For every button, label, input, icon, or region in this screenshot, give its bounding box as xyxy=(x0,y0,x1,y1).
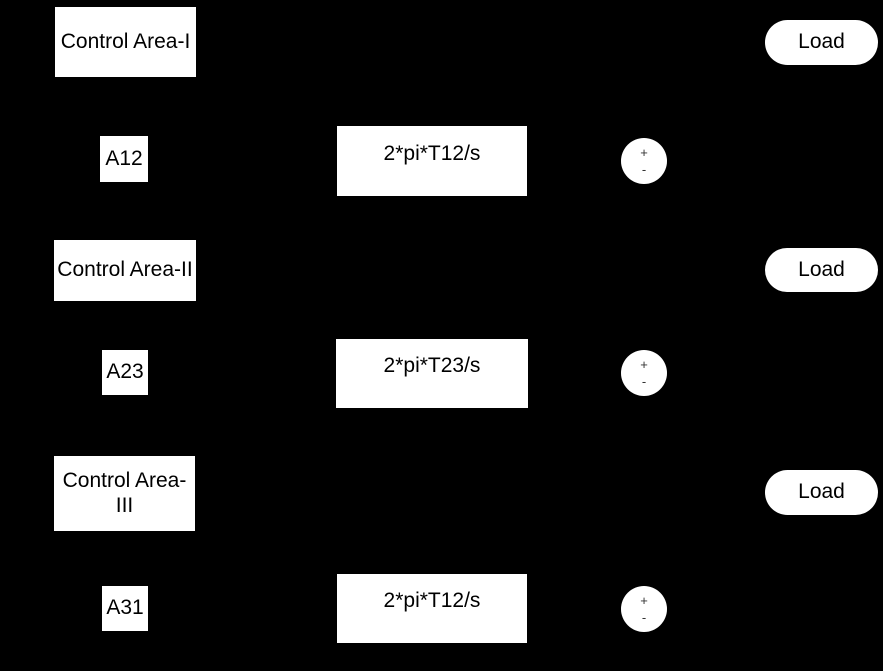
control-area-1-block: Control Area-I xyxy=(55,7,196,77)
transfer-fn-t23-label: 2*pi*T23/s xyxy=(383,354,481,378)
control-area-2-label: Control Area-II xyxy=(57,258,193,282)
sum-minus-sign: - xyxy=(641,162,647,177)
gain-a31-block: A31 xyxy=(102,586,148,631)
load-3-block: Load xyxy=(765,470,878,515)
gain-a31-label: A31 xyxy=(106,596,144,620)
control-area-1-label: Control Area-I xyxy=(60,29,191,53)
gain-a12-label: A12 xyxy=(105,146,143,170)
transfer-fn-t12-block: 2*pi*T12/s xyxy=(337,126,527,196)
sum-plus-sign: + xyxy=(640,357,648,372)
gain-a23-label: A23 xyxy=(106,360,144,384)
sum-junction-1: + - xyxy=(621,138,667,184)
transfer-fn-t12-label: 2*pi*T12/s xyxy=(383,141,481,165)
load-1-label: Load xyxy=(798,30,845,54)
sum-junction-2: + - xyxy=(621,350,667,396)
load-1-block: Load xyxy=(765,20,878,65)
gain-a12-block: A12 xyxy=(100,136,148,182)
sum-minus-sign: - xyxy=(641,374,647,389)
gain-a23-block: A23 xyxy=(102,350,148,395)
transfer-fn-t23-block: 2*pi*T23/s xyxy=(336,339,528,408)
transfer-fn-t31-label: 2*pi*T12/s xyxy=(383,589,481,613)
sum-junction-3: + - xyxy=(621,586,667,632)
transfer-fn-t31-block: 2*pi*T12/s xyxy=(337,574,527,643)
load-2-label: Load xyxy=(798,257,845,281)
sum-minus-sign: - xyxy=(641,610,647,625)
control-area-3-label: Control Area-III xyxy=(62,468,187,517)
sum-plus-sign: + xyxy=(640,145,648,160)
control-area-3-block: Control Area-III xyxy=(54,456,195,531)
load-2-block: Load xyxy=(765,248,878,292)
control-area-2-block: Control Area-II xyxy=(54,240,196,301)
load-3-label: Load xyxy=(798,480,845,504)
sum-plus-sign: + xyxy=(640,593,648,608)
